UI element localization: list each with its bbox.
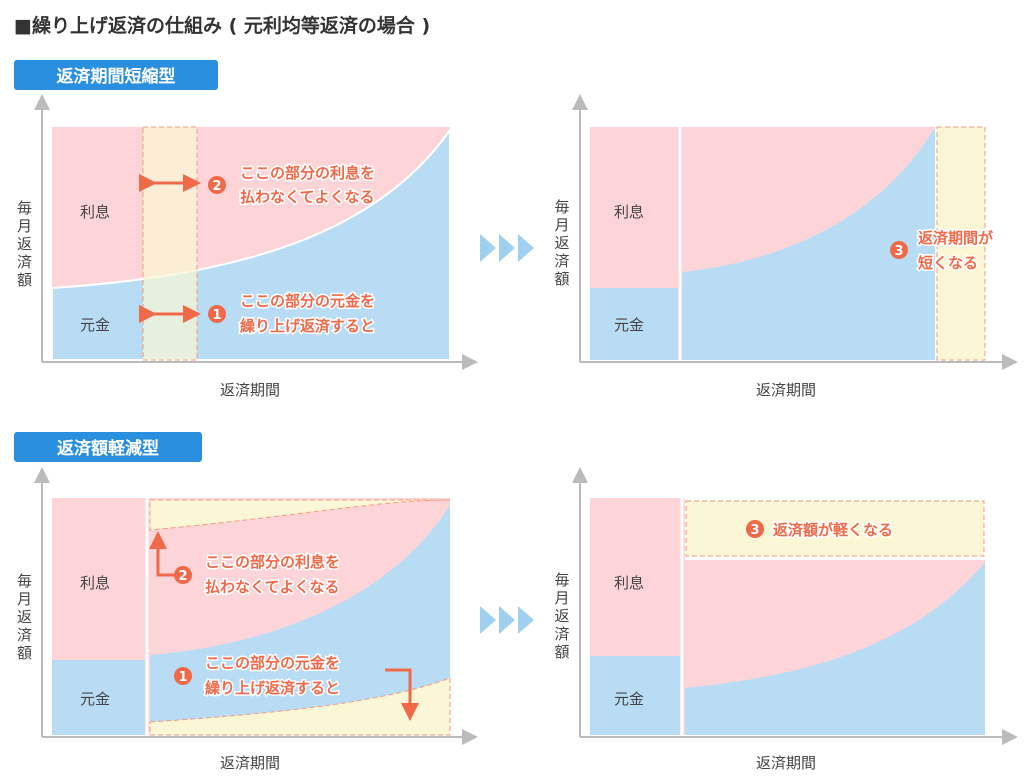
reduced-payment-box: [685, 500, 985, 557]
svg-text:3: 3: [894, 244, 903, 259]
y-axis-label-char: 額: [554, 270, 569, 288]
marker-3: [890, 241, 908, 259]
svg-text:利息: 利息: [614, 574, 644, 592]
svg-text:返済期間が: 返済期間が: [918, 229, 994, 247]
x-axis-label: 返済期間: [220, 381, 280, 399]
saved-interest-area: [149, 499, 451, 531]
svg-text:1: 1: [178, 670, 187, 685]
prepay-band: [142, 126, 198, 361]
svg-text:繰り上げ返済すると: 繰り上げ返済すると: [240, 317, 375, 335]
svg-text:繰り上げ返済すると: 繰り上げ返済すると: [205, 679, 340, 697]
svg-text:元金: 元金: [614, 690, 644, 708]
section-badge: [14, 60, 218, 90]
svg-text:ここの部分の元金を: ここの部分の元金を: [205, 654, 340, 672]
svg-text:2: 2: [178, 569, 187, 584]
prepaid-principal-area: [149, 677, 451, 736]
x-axis-label: 返済期間: [220, 754, 280, 772]
svg-text:払わなくてよくなる: 払わなくてよくなる: [240, 188, 375, 206]
svg-text:ここの部分の元金を: ここの部分の元金を: [240, 292, 375, 310]
panel-term-before: 利息 元金 2 ここの部分の利息を 払わなくてよくなる 1 ここの部分の元金を …: [15, 94, 478, 370]
y-axis-label-char: 返: [554, 607, 569, 625]
svg-text:払わなくてよくなる: 払わなくてよくなる: [205, 578, 340, 596]
svg-text:1: 1: [212, 308, 221, 323]
interest-label: 利息: [80, 203, 110, 221]
svg-text:利息: 利息: [80, 574, 110, 592]
svg-text:ここの部分の利息を: ここの部分の利息を: [205, 553, 340, 571]
svg-text:2: 2: [212, 179, 221, 194]
panel-term-after: 利息 元金 3 返済期間が 短くなる 毎月返済額: [554, 94, 1018, 370]
y-axis-label-char: 毎: [554, 571, 569, 589]
y-axis-label-char: 額: [554, 643, 569, 661]
y-axis-label: 毎月返済額: [554, 198, 569, 288]
svg-text:元金: 元金: [80, 690, 110, 708]
marker-1: [174, 667, 192, 685]
principal-area: [682, 127, 935, 360]
page-title: ■繰り上げ返済の仕組み ( 元利均等返済の場合 ): [14, 14, 430, 37]
y-axis-label: 毎月返済額: [15, 573, 33, 663]
shortened-band: [936, 126, 986, 361]
svg-text:ここの部分の利息を: ここの部分の利息を: [240, 164, 375, 182]
principal-area: [150, 505, 450, 735]
panel-payment-after: 3 返済額が軽くなる 利息 元金 毎月返済額: [554, 467, 1018, 745]
svg-text:利息: 利息: [614, 203, 644, 221]
x-axis-label: 返済期間: [756, 381, 816, 399]
svg-text:返済額が軽くなる: 返済額が軽くなる: [773, 521, 893, 539]
transition-arrow-icon: [480, 234, 534, 634]
panel-payment-before: 利息 元金 2 ここの部分の利息を 払わなくてよくなる 1 ここの部分の元金を …: [15, 467, 478, 745]
y-axis-label: 毎月返済額: [15, 200, 33, 290]
y-axis-label-char: 月: [554, 589, 569, 607]
principal-area: [590, 656, 680, 735]
marker-2: [208, 176, 226, 194]
marker-1: [208, 305, 226, 323]
principal-area: [685, 562, 985, 735]
y-axis-label-char: 返: [554, 234, 569, 252]
principal-area: [590, 288, 678, 360]
down-arrow: [385, 668, 419, 721]
up-arrow: [149, 531, 175, 577]
svg-text:短くなる: 短くなる: [918, 254, 978, 272]
y-axis-label-char: 毎: [554, 198, 569, 216]
marker-3: [746, 520, 764, 538]
principal-area: [52, 660, 145, 735]
y-axis-label-char: 月: [554, 216, 569, 234]
svg-text:3: 3: [750, 523, 759, 538]
x-axis-label: 返済期間: [756, 754, 816, 772]
section-badge-label: 返済額軽減型: [57, 438, 159, 459]
marker-2: [174, 566, 192, 584]
svg-text:元金: 元金: [614, 316, 644, 334]
section-badge: [14, 432, 202, 462]
y-axis-label-char: 済: [554, 252, 569, 270]
y-axis-label-char: 済: [554, 625, 569, 643]
section-badge-label: 返済期間短縮型: [57, 66, 176, 87]
principal-label: 元金: [80, 316, 110, 334]
y-axis-label: 毎月返済額: [554, 571, 569, 661]
